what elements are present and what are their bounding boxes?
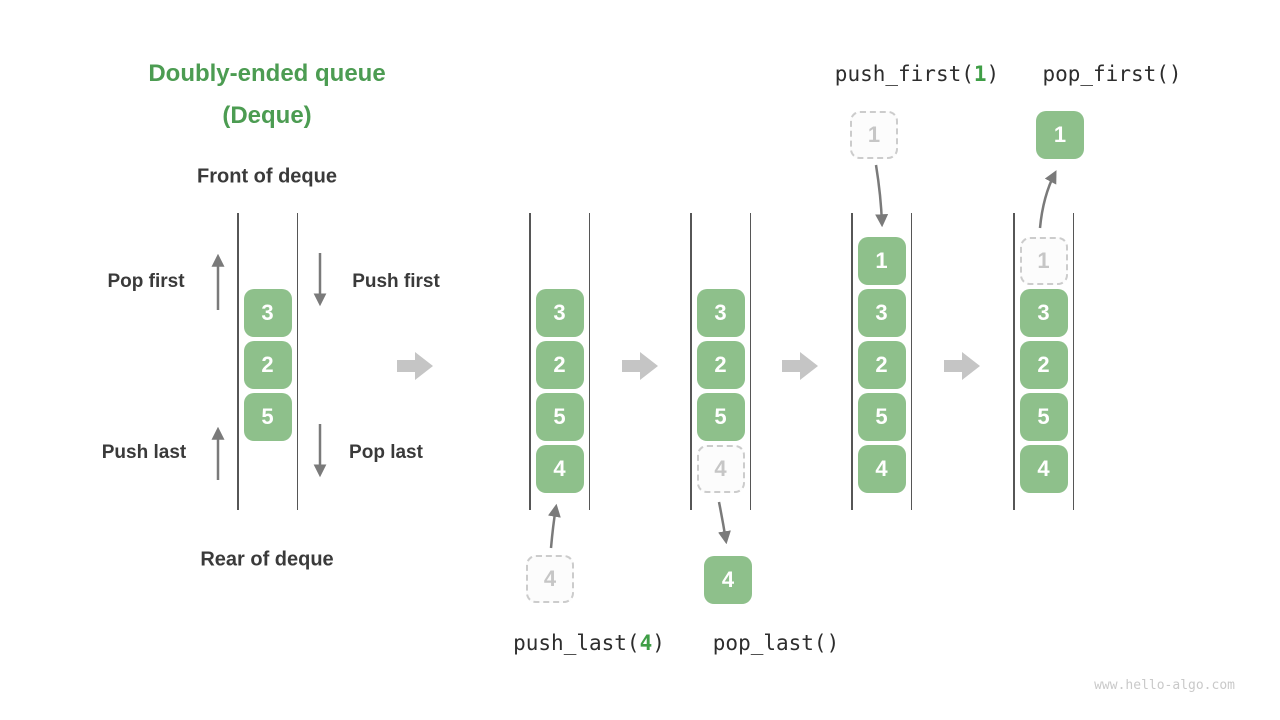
push-last-code-label: push_last(4) (513, 631, 665, 655)
push-last-label: Push last (101, 442, 187, 463)
popped-last-element: 4 (704, 556, 752, 604)
step-arrow-icon (622, 352, 658, 380)
diagram-title-line2: (Deque) (222, 102, 312, 129)
queue-element: 3 (696, 289, 745, 337)
queue-element: 4 (857, 445, 906, 493)
queue-rail (296, 213, 298, 510)
queue-element: 3 (857, 289, 906, 337)
queue-element: 4 (1019, 445, 1068, 493)
queue-rail (1072, 213, 1074, 510)
rear-of-deque-label: Rear of deque (200, 548, 334, 571)
queue-element: 5 (243, 393, 292, 441)
queue-element: 3 (535, 289, 584, 337)
queue-after-push-last: 3 2 5 4 (529, 213, 590, 510)
code-arg: 1 (973, 62, 987, 86)
step-arrow-icon (782, 352, 818, 380)
step-arrow-icon (397, 352, 433, 380)
queue-after-push-first: 1 3 2 5 4 (851, 213, 912, 510)
queue-element: 5 (696, 393, 745, 441)
queue-rail (1013, 213, 1015, 510)
staged-push-last-element: 4 (526, 555, 574, 603)
queue-rail (529, 213, 531, 510)
queue-rail (910, 213, 912, 510)
code-text: ) (652, 631, 665, 655)
queue-element: 3 (1019, 289, 1068, 337)
queue-rail (749, 213, 751, 510)
queue-rail (690, 213, 692, 510)
popped-first-element: 1 (1036, 111, 1084, 159)
pop-first-code-label: pop_first() (1042, 62, 1182, 86)
pop-last-label: Pop last (349, 442, 423, 463)
code-text: push_last( (513, 631, 640, 655)
queue-rail (237, 213, 239, 510)
diagram-title-line1: Doubly-ended queue (148, 60, 386, 87)
front-of-deque-label: Front of deque (197, 165, 337, 188)
queue-ghost-element: 1 (1019, 237, 1068, 285)
queue-rail (588, 213, 590, 510)
code-text: push_first( (834, 62, 974, 86)
push-first-label: Push first (352, 271, 440, 292)
staged-push-first-element: 1 (850, 111, 898, 159)
watermark: www.hello-algo.com (1094, 678, 1235, 693)
pop-first-label: Pop first (107, 271, 185, 292)
code-text: ) (986, 62, 1000, 86)
queue-element: 5 (535, 393, 584, 441)
queue-element: 2 (696, 341, 745, 389)
queue-element: 5 (1019, 393, 1068, 441)
queue-element: 2 (1019, 341, 1068, 389)
pop-last-code-label: pop_last() (712, 631, 840, 655)
step-arrow-icon (944, 352, 980, 380)
queue-rail (851, 213, 853, 510)
code-arg: 4 (639, 631, 653, 655)
queue-element: 1 (857, 237, 906, 285)
queue-ghost-element: 4 (696, 445, 745, 493)
queue-after-pop-last: 3 2 5 4 (690, 213, 751, 510)
queue-element: 2 (243, 341, 292, 389)
queue-element: 2 (535, 341, 584, 389)
queue-element: 5 (857, 393, 906, 441)
queue-after-pop-first: 1 3 2 5 4 (1013, 213, 1074, 510)
push-last-transfer-arrow-icon (547, 503, 561, 549)
queue-initial: 3 2 5 (237, 213, 298, 510)
queue-element: 3 (243, 289, 292, 337)
push-first-code-label: push_first(1) (835, 62, 999, 86)
queue-element: 2 (857, 341, 906, 389)
queue-element: 4 (535, 445, 584, 493)
